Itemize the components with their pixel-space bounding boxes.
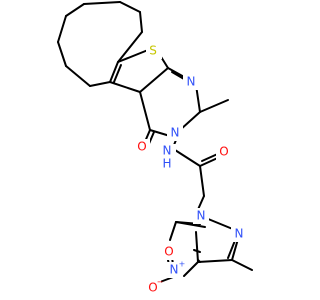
n-pyrazole-2-label: N: [235, 227, 244, 241]
atom-o-amide: O: [216, 144, 232, 160]
n-pyrimidine-label: N: [187, 75, 196, 89]
n-nitro-label: N: [170, 263, 179, 277]
nh-amide-label: N: [163, 144, 172, 158]
o-ketone-label: O: [137, 140, 146, 154]
molecule-structure: S N N O N H O N N N + O O −: [57, 1, 253, 296]
atom-o-nitro-bottom: O −: [145, 278, 164, 296]
atom-sulfur: S: [146, 43, 162, 59]
methyl-pyrazole: [231, 259, 253, 271]
atom-n-pyrimidine: N: [183, 74, 199, 90]
atom-o-ketone: O: [134, 139, 150, 155]
n-pyrazole-1-label: N: [197, 209, 206, 223]
cyclooctane-ring: [57, 1, 143, 87]
atom-n-pyrazole-1: N: [193, 208, 209, 224]
h-amide-label: H: [162, 157, 171, 171]
pyrimidinone-ring: [139, 67, 229, 147]
atom-nh-amide: N H: [158, 144, 176, 171]
o-nitro-charge: −: [157, 278, 164, 287]
n-nitro-charge: +: [179, 260, 186, 269]
o-amide-label: O: [219, 145, 228, 159]
o-nitro-top-label: O: [164, 245, 173, 259]
atom-n-nitro: N +: [166, 260, 186, 278]
atom-n-pyrazole-2: N: [231, 226, 247, 242]
sulfur-label: S: [149, 44, 157, 58]
o-nitro-bottom-label: O: [148, 281, 157, 295]
propanamide-chain: [167, 139, 223, 215]
n-amide-ring-label: N: [171, 126, 180, 140]
atom-o-nitro-top: O: [161, 244, 177, 260]
atom-n-amide-ring: N: [167, 125, 183, 141]
